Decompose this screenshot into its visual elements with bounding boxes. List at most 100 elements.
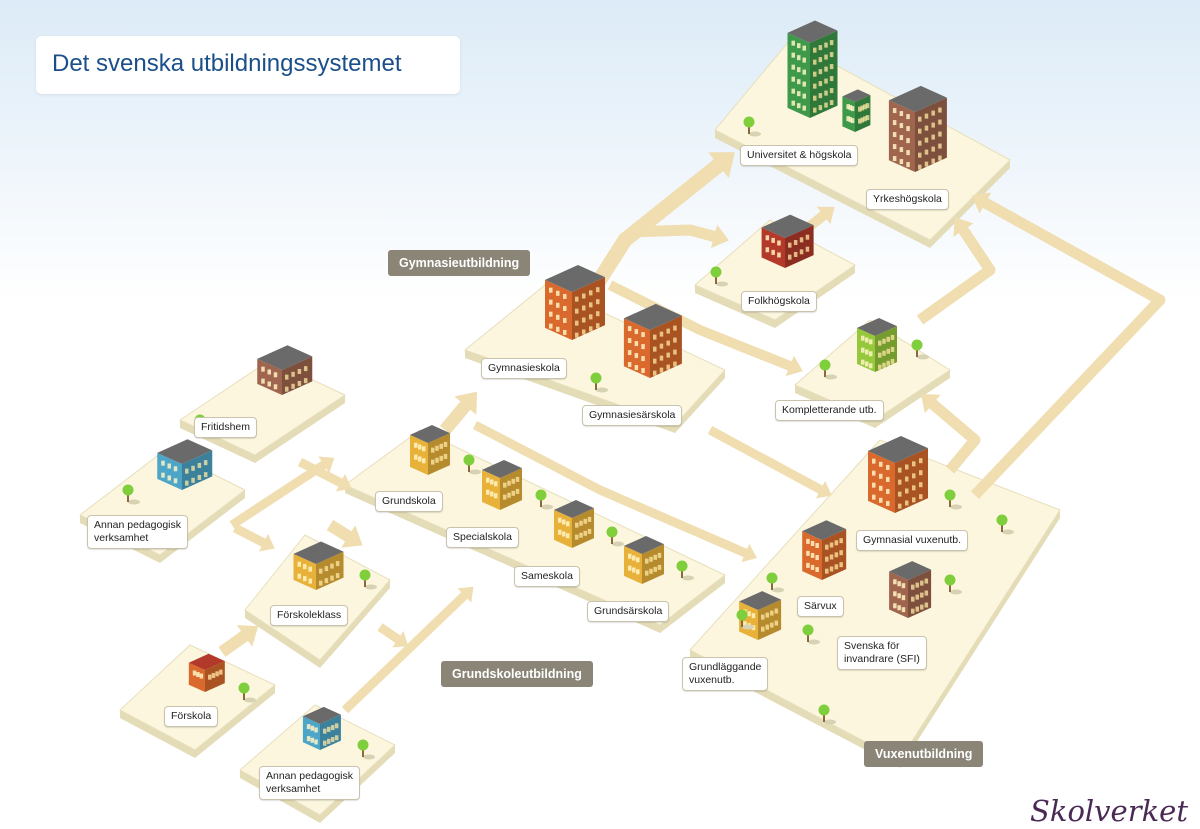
building-grundsarskola-window: [632, 567, 636, 573]
building-sfi-window: [897, 581, 901, 587]
building-annan-2-window: [310, 737, 315, 743]
building-gymnasieskola-window: [582, 293, 586, 299]
tree-shadow: [950, 504, 962, 510]
building-universitet-main-window: [791, 52, 795, 58]
building-universitet-small: [842, 89, 871, 132]
building-gymnasiesarskola-window: [673, 325, 677, 331]
building-gymnasiesarskola-window: [634, 365, 639, 371]
building-universitet-small-window: [848, 105, 853, 111]
building-specialskola-window: [507, 492, 511, 498]
building-universitet-small-window: [865, 115, 870, 121]
building-folkhogskola: [761, 214, 814, 268]
building-sarvux-window: [810, 552, 815, 558]
building-kompletterande-window: [861, 347, 865, 353]
building-gymnasiesarskola-window: [641, 332, 645, 338]
building-gymnasiesarskola: [623, 303, 682, 378]
arrow-grundskola-to-vuxen: [472, 421, 752, 560]
building-kompletterande-window: [886, 336, 890, 342]
building-yrkeshogskola-window: [931, 134, 935, 140]
tree-crown: [743, 116, 755, 128]
building-kompletterande-window: [890, 334, 895, 340]
building-fritidshem: [257, 345, 313, 395]
building-gymnasiesarskola-window: [634, 329, 639, 335]
building-sarvux-window: [806, 562, 810, 568]
building-yrkeshogskola-window: [892, 108, 897, 114]
building-forskola-window: [211, 672, 216, 678]
building-grundsarskola: [624, 536, 664, 584]
tree-trunk: [807, 632, 809, 642]
building-yrkeshogskola-window: [899, 159, 904, 165]
building-specialskola-window: [494, 481, 498, 487]
building-sarvux: [802, 520, 847, 580]
label-folkhogskola: Folkhögskola: [741, 291, 817, 312]
building-universitet-main-window: [813, 47, 817, 53]
building-yrkeshogskola-window: [918, 128, 922, 134]
platform-folkhogskola: [694, 219, 856, 321]
building-grundsarskola-window: [636, 557, 640, 563]
tree-shadow: [541, 504, 553, 510]
building-forskoleklass-window: [308, 566, 312, 572]
building-specialskola-window: [486, 477, 490, 483]
tree-trunk: [824, 367, 826, 377]
building-sarvux-window: [829, 566, 834, 572]
building-gymnasieskola-window: [549, 299, 553, 305]
building-universitet-main-roof: [787, 20, 838, 43]
building-grundl-vux-window: [770, 622, 774, 628]
building-specialskola-roof: [482, 460, 522, 478]
building-forskola-window: [199, 673, 204, 679]
building-universitet-main-window: [818, 45, 823, 51]
building-gymnasiesarskola-window: [627, 350, 632, 356]
building-yrkeshogskola-window: [906, 150, 910, 156]
building-gymnasial-vux-window: [879, 461, 883, 467]
building-fritidshem-window: [303, 366, 308, 372]
building-yrkeshogskola-right-face: [915, 97, 947, 172]
tree-crown: [606, 526, 618, 538]
tree-shadow: [808, 639, 820, 645]
building-sarvux-window: [825, 568, 829, 574]
building-gymnasieskola-window: [589, 314, 593, 320]
building-yrkeshogskola-window: [906, 138, 910, 144]
building-gymnasial-vux-roof: [868, 436, 928, 463]
tree-icon: [606, 526, 624, 547]
tree-icon: [911, 339, 929, 360]
building-universitet-main-window: [818, 57, 823, 63]
building-gymnasiesarskola-window: [666, 352, 670, 358]
building-sameskola-window: [583, 530, 587, 536]
building-folkhogskola-window: [765, 247, 770, 253]
section-gymnasieutbildning: Gymnasieutbildning: [388, 250, 531, 276]
tree-trunk: [949, 582, 951, 592]
building-kompletterande-window: [878, 340, 882, 346]
building-sfi-window: [915, 594, 920, 600]
building-forskola-window: [215, 671, 219, 677]
label-gymnasieskola: Gymnasieskola: [481, 358, 567, 379]
building-gymnasieskola-window: [563, 305, 567, 311]
building-grundskola-window: [418, 444, 422, 450]
tree-crown: [535, 489, 547, 501]
tree-trunk: [611, 534, 613, 544]
building-yrkeshogskola-window: [906, 114, 910, 120]
tree-trunk: [127, 492, 129, 502]
building-specialskola-window: [486, 489, 490, 495]
tree-trunk: [595, 380, 597, 390]
building-grundl-vux-window: [743, 621, 747, 627]
building-yrkeshogskola-window: [938, 143, 942, 149]
arrow-vuxen-to-yrkes-head: [971, 192, 992, 214]
building-forskola-window: [192, 670, 197, 676]
building-gymnasiesarskola-window: [627, 326, 632, 332]
building-kompletterande-window: [869, 339, 873, 345]
building-yrkeshogskola-window: [938, 155, 942, 161]
building-folkhogskola-window: [793, 251, 798, 257]
arrow-grundskola-to-gymnasie-head: [454, 391, 477, 415]
tree-icon: [463, 454, 481, 475]
building-annan-2-window: [314, 727, 318, 733]
building-forskoleklass-window: [324, 566, 329, 572]
building-gymnasiesarskola-window: [666, 364, 670, 370]
building-gymnasial-vux-window: [905, 488, 909, 494]
title-box: Det svenska utbildningssystemet: [36, 36, 460, 94]
building-yrkeshogskola-window: [924, 125, 929, 131]
building-specialskola-window: [511, 478, 515, 484]
building-grundl-vux-window: [774, 608, 779, 614]
arrow-branch-folkhogskola: [629, 224, 722, 244]
building-specialskola-window: [494, 493, 498, 499]
building-gymnasieskola-window: [596, 323, 600, 329]
